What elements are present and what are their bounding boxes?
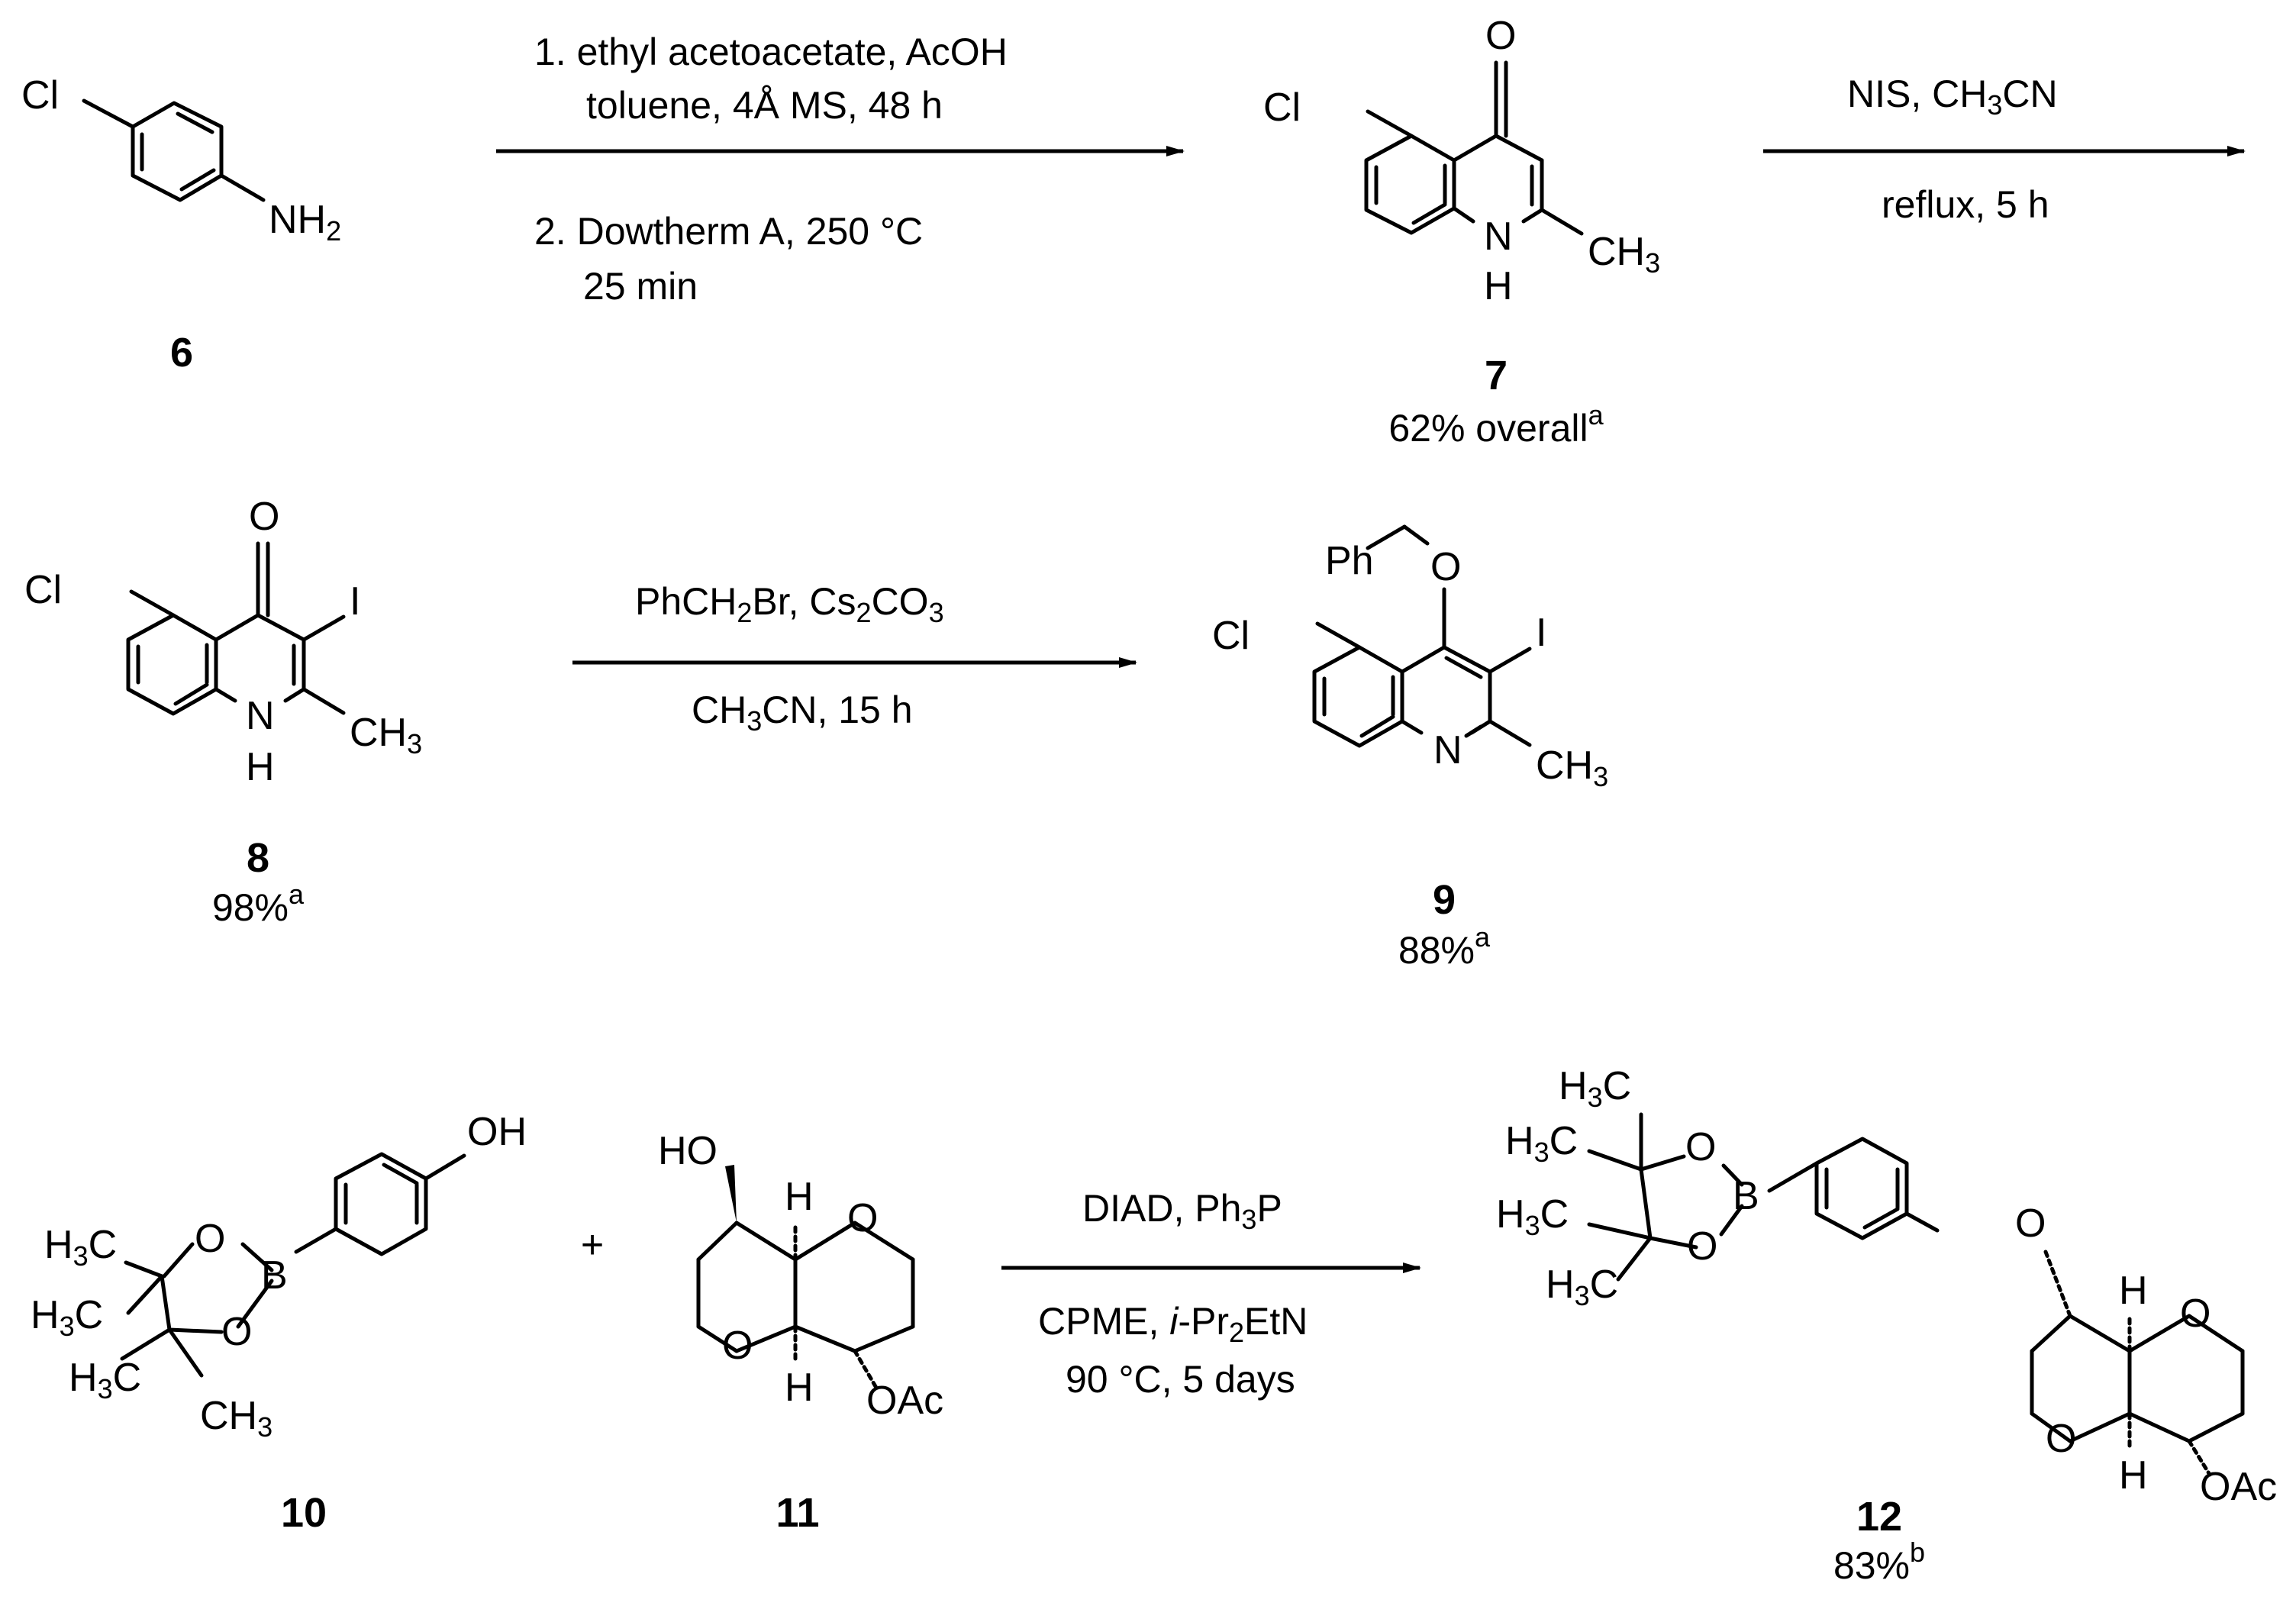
compound-6-nh2-label: NH2: [269, 198, 341, 247]
reaction-arrow-1: 1. ethyl acetoacetate, AcOH toluene, 4Å …: [496, 31, 1185, 308]
compound-10-structure: [120, 1152, 466, 1378]
compound-10-b-label: B: [261, 1253, 288, 1298]
reaction-4-condition-above: DIAD, Ph3P: [1082, 1187, 1282, 1235]
compound-7-h-label: H: [1484, 264, 1513, 308]
compound-6-cl-label: Cl: [21, 73, 59, 118]
reaction-3-condition-below: CH3CN, 15 h: [692, 689, 913, 737]
reaction-1-condition-line-3: 2. Dowtherm A, 250 °C: [534, 210, 923, 253]
compound-12-h3c-label-1: H3C: [1559, 1064, 1631, 1113]
compound-8-n-label: N: [246, 694, 275, 738]
compound-10-ch3-label: CH3: [200, 1394, 272, 1443]
compound-9-o-label: O: [1430, 545, 1461, 589]
compound-7: O Cl N H CH3 7 62% overalla: [1263, 14, 1660, 450]
compound-8-ch3-label: CH3: [350, 711, 422, 759]
compound-9-yield: 88%a: [1398, 921, 1491, 972]
compound-10-o-bottom-label: O: [221, 1310, 252, 1354]
compound-12-o-right-label: O: [2180, 1292, 2211, 1336]
compound-11-ho-label: HO: [658, 1129, 718, 1173]
compound-9-n-label: N: [1433, 728, 1462, 772]
compound-8-cl-label: Cl: [24, 568, 62, 612]
compound-12: H3C H3C H3C H3C O B O O H O O H OAc 12 8…: [1496, 1064, 2277, 1587]
compound-6-number: 6: [170, 330, 193, 376]
compound-8-structure: [126, 541, 346, 716]
compound-12-h-bottom-label: H: [2119, 1453, 2148, 1498]
reaction-4-condition-below-1: CPME, i-Pr2EtN: [1038, 1300, 1308, 1348]
reaction-1-condition-line-4: 25 min: [583, 265, 698, 308]
compound-7-o-label: O: [1485, 14, 1516, 58]
compound-11: HO H O O H OAc 11: [658, 1129, 943, 1536]
reaction-arrow-4: DIAD, Ph3P CPME, i-Pr2EtN 90 °C, 5 days: [1001, 1187, 1421, 1401]
compound-12-b-label: B: [1733, 1174, 1759, 1218]
compound-7-number: 7: [1485, 353, 1508, 398]
reaction-1-condition-line-1: 1. ethyl acetoacetate, AcOH: [534, 31, 1008, 73]
compound-11-h-top-label: H: [785, 1175, 814, 1219]
compound-10-h3c-label-3: H3C: [69, 1356, 141, 1404]
compound-12-h-top-label: H: [2119, 1269, 2148, 1313]
reaction-2-condition-above: NIS, CH3CN: [1847, 73, 2058, 121]
compound-12-yield: 83%b: [1833, 1537, 1925, 1587]
compound-11-number: 11: [776, 1490, 819, 1536]
compound-7-n-label: N: [1484, 214, 1513, 259]
compound-12-h3c-label-3: H3C: [1496, 1192, 1569, 1241]
compound-12-structure: [1587, 1112, 2245, 1477]
compound-9-structure: [1312, 524, 1532, 748]
compound-8: O Cl I N H CH3 8 98%a: [24, 495, 422, 929]
compound-8-o-label: O: [249, 495, 279, 539]
compound-12-o-bottom-label: O: [1687, 1224, 1717, 1269]
compound-6: Cl NH2 6: [21, 73, 341, 376]
compound-10-oh-label: OH: [467, 1110, 527, 1154]
reaction-arrow-3: PhCH2Br, Cs2CO3 CH3CN, 15 h: [572, 580, 1137, 737]
compound-9-cl-label: Cl: [1212, 614, 1250, 658]
compound-11-o-left-label: O: [722, 1324, 753, 1368]
compound-12-o-top-label: O: [1685, 1125, 1716, 1169]
compound-8-h-label: H: [246, 745, 275, 789]
compound-6-structure: [82, 98, 266, 202]
compound-10-h3c-label-2: H3C: [31, 1293, 103, 1342]
compound-12-h3c-label-4: H3C: [1546, 1263, 1618, 1311]
compound-10-h3c-label-1: H3C: [44, 1223, 117, 1272]
compound-8-yield: 98%a: [212, 879, 305, 929]
compound-10-number: 10: [281, 1490, 327, 1536]
compound-9-ph-label: Ph: [1325, 539, 1374, 583]
reaction-arrow-2: NIS, CH3CN reflux, 5 h: [1763, 73, 2246, 226]
compound-9: Ph O Cl I N CH3 9 88%a: [1212, 524, 1608, 972]
compound-7-ch3-label: CH3: [1588, 230, 1660, 279]
compound-7-cl-label: Cl: [1263, 85, 1301, 130]
compound-7-yield: 62% overalla: [1388, 399, 1604, 450]
reaction-4-condition-below-2: 90 °C, 5 days: [1066, 1358, 1295, 1401]
reaction-2-condition-below: reflux, 5 h: [1882, 183, 2049, 226]
reaction-3-condition-above: PhCH2Br, Cs2CO3: [635, 580, 944, 628]
compound-12-number: 12: [1856, 1494, 1902, 1540]
compound-11-structure: [696, 1165, 915, 1390]
reaction-1-condition-line-2: toluene, 4Å MS, 48 h: [586, 84, 943, 127]
compound-8-i-label: I: [350, 579, 360, 624]
compound-9-i-label: I: [1536, 611, 1546, 655]
compound-10: OH O B O H3C H3C H3C CH3 10: [31, 1110, 527, 1536]
compound-9-number: 9: [1433, 877, 1456, 923]
compound-12-oac-label: OAc: [2200, 1465, 2277, 1509]
compound-11-h-bottom-label: H: [785, 1366, 814, 1410]
compound-7-structure: [1364, 60, 1584, 236]
compound-8-number: 8: [247, 835, 269, 881]
compound-11-o-right-label: O: [847, 1196, 878, 1240]
compound-9-ch3-label: CH3: [1536, 743, 1608, 792]
plus-sign: +: [581, 1223, 604, 1267]
compound-10-o-top-label: O: [195, 1217, 225, 1261]
compound-12-o-ether-label: O: [2015, 1201, 2046, 1246]
compound-12-h3c-label-2: H3C: [1505, 1119, 1578, 1168]
compound-11-oac-label: OAc: [866, 1379, 943, 1423]
compound-12-o-left-label: O: [2046, 1417, 2076, 1461]
